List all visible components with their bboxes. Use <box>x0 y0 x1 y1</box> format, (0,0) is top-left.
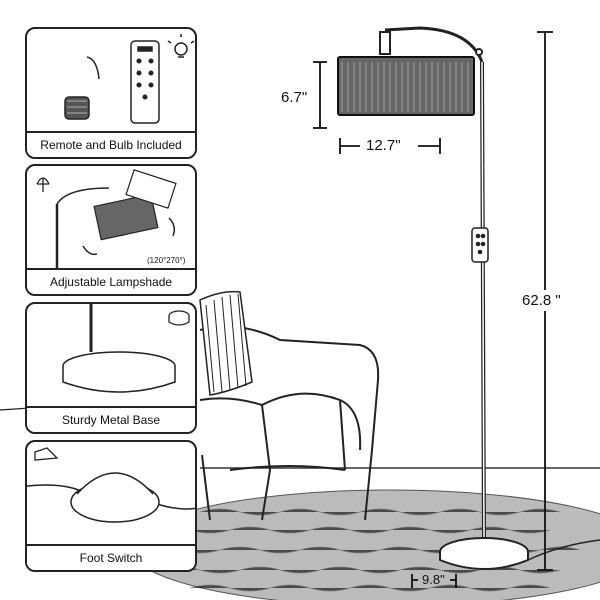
mini-lamp <box>55 187 110 272</box>
rotation-range: (120°270°) <box>147 256 186 265</box>
bulb-idea-icon <box>167 34 195 58</box>
remote-icon <box>130 40 160 124</box>
adjustable-shade-illustration <box>36 169 177 272</box>
throw-pillow <box>199 290 253 396</box>
foot-switch-illustration <box>27 447 195 523</box>
feature-card-adjustable-shade: (120°270°) Adjustable Lampshade <box>25 164 197 296</box>
dimension-lamp-height: 62.8 " <box>522 290 561 311</box>
dimension-shade-height: 6.7" <box>281 89 308 106</box>
feature-label: Adjustable Lampshade <box>27 268 195 294</box>
rug <box>129 489 600 600</box>
tape-icon <box>168 310 190 326</box>
decor-fleur-icon <box>36 177 50 192</box>
feature-card-foot-switch: Foot Switch <box>25 440 197 572</box>
feature-card-metal-base: Sturdy Metal Base <box>25 302 197 434</box>
metal-base-illustration <box>62 304 190 393</box>
remote-bulb-illustration <box>64 34 195 124</box>
foot-switch-icon <box>34 447 59 461</box>
dimension-shade-width: 12.7" <box>366 137 401 154</box>
rotate-icon <box>82 217 176 256</box>
lampshade <box>337 56 475 116</box>
feature-label: Remote and Bulb Included <box>27 131 195 157</box>
floor-lamp <box>337 26 600 570</box>
feature-label: Foot Switch <box>27 544 195 570</box>
bulb-icon <box>64 56 100 120</box>
rotated-shade <box>93 169 177 241</box>
dimension-base-width: 9.8" <box>422 572 445 587</box>
feature-label: Sturdy Metal Base <box>27 406 195 432</box>
feature-card-remote-bulb: Remote and Bulb Included <box>25 27 197 159</box>
